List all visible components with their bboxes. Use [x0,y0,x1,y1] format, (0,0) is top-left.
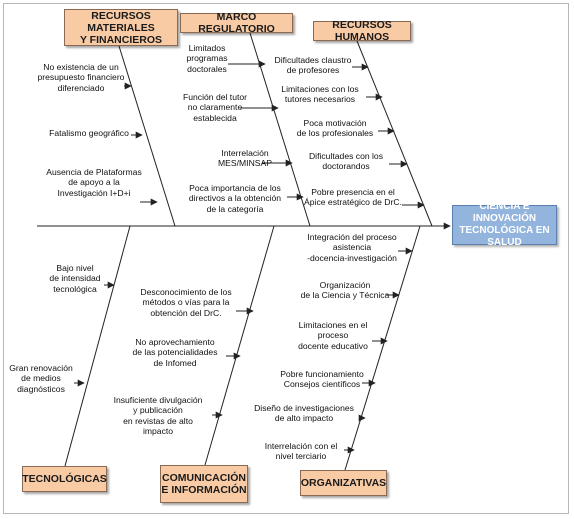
cause-label: Dificultades con los doctorandos [308,151,384,172]
cause-label: Limitados programas doctorales [186,43,228,74]
cause-label: Dificultades claustro de profesores [274,55,352,76]
cause-label: Diseño de investigaciones de alto impact… [254,403,354,424]
cause-label: Interrelación MES/MINSAP [218,148,272,169]
cause-label: Poca motivación de los profesionales [296,118,374,139]
diagram-frame [3,3,569,514]
cause-label: Bajo nivel de intensidad tecnológica [49,263,101,294]
cause-label: No existencia de un presupuesto financie… [37,62,125,93]
category-recursos-materiales: RECURSOS MATERIALES Y FINANCIEROS [64,9,178,46]
cause-label: No aprovechamiento de las potencialidade… [132,337,218,368]
category-marco-regulatorio: MARCO REGULATORIO [180,11,293,35]
bone-organizativas [344,225,421,471]
cause-label: Ausencia de Plataformas de apoyo a la In… [46,167,142,198]
category-tecnologicas: TECNOLÓGICAS [22,466,107,492]
cause-label: Gran renovación de medios diagnósticos [9,363,73,394]
bone-tecnologicas [64,225,131,467]
category-organizativas: ORGANIZATIVAS [300,470,387,496]
bone-recursos-materiales [118,45,176,227]
bone-comunicacion [204,225,275,466]
category-comunicacion: COMUNICACIÓN E INFORMACIÓN [160,465,248,503]
category-recursos-humanos: RECURSOS HUMANOS [313,19,411,43]
cause-label: Pobre presencia en el Ápice estratégico … [304,187,402,208]
cause-label: Limitaciones con los tutores necesarios [281,84,359,105]
cause-label: Poca importancia de los directivos a la … [188,183,282,214]
cause-label: Fatalismo geográfico [49,128,129,138]
cause-label: Desconocimiento de los métodos o vías pa… [140,287,232,318]
cause-label: Limitaciones en el proceso docente educa… [298,320,368,351]
cause-label: Integración del proceso asistencia -doce… [307,232,397,263]
cause-label: Pobre funcionamiento Consejos científico… [280,369,364,390]
cause-label: Función del tutor no claramente establec… [182,92,247,123]
effect-box: CIENCIA E INNOVACIÓN TECNOLÓGICA EN SALU… [452,201,557,248]
cause-label: Organización de la Ciencia y Técnica [300,280,390,301]
cause-label: Interrelación con el nivel terciario [264,441,338,462]
cause-label: Insuficiente divulgación y publicación e… [113,395,203,437]
